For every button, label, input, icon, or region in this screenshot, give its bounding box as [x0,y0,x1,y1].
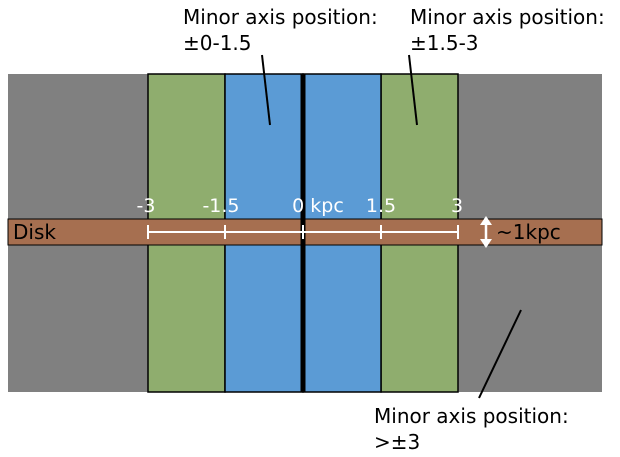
inner-caption-pointer [261,54,271,126]
outer-caption-pointer [478,309,522,399]
axis-tick-label: -1.5 [202,195,239,217]
outer-region-caption-line2: >±3 [374,430,420,454]
inner-region-caption-line1: Minor axis position: [183,5,378,29]
axis-tick-label: 3 [451,195,463,217]
middle-region-caption-line2: ±1.5-3 [410,31,479,55]
middle-caption-pointer [408,54,418,126]
thickness-arrow-icon [480,216,492,248]
disk-label: Disk [13,220,56,244]
axis-tick-label: -3 [137,195,156,217]
outer-region-caption-line1: Minor axis position: [374,404,569,428]
axis-tick-label: 0 kpc [292,195,344,217]
disk-thickness-label: ~1kpc [496,220,561,244]
middle-region-caption-line1: Minor axis position: [410,5,605,29]
inner-region-caption-line2: ±0-1.5 [183,31,252,55]
axis-tick-label: 1.5 [366,195,396,217]
